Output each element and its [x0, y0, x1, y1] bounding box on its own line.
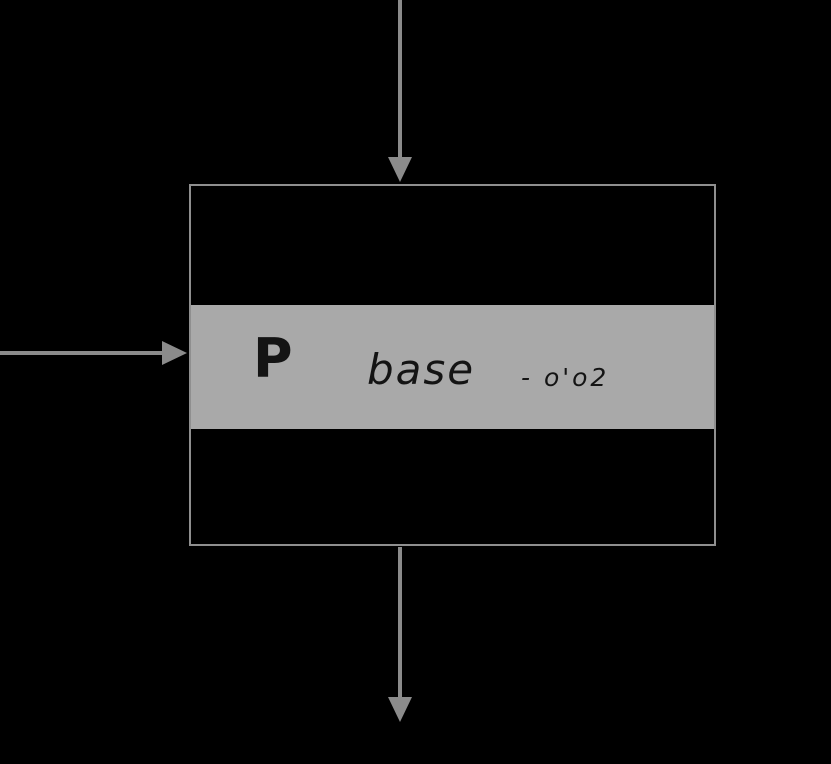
- top-input-arrowhead-icon: [388, 157, 412, 182]
- process-block-band: P base - o'o2: [191, 305, 714, 429]
- bottom-output-arrow: [388, 547, 412, 722]
- block-label-base: base: [367, 345, 476, 394]
- top-input-arrow: [388, 0, 412, 182]
- bottom-output-arrowhead-icon: [388, 697, 412, 722]
- block-label-p: P: [253, 327, 293, 390]
- block-label-note: - o'o2: [521, 363, 610, 392]
- left-input-arrowhead-icon: [162, 341, 187, 365]
- left-input-arrow: [0, 341, 187, 365]
- process-block: P base - o'o2: [189, 184, 716, 546]
